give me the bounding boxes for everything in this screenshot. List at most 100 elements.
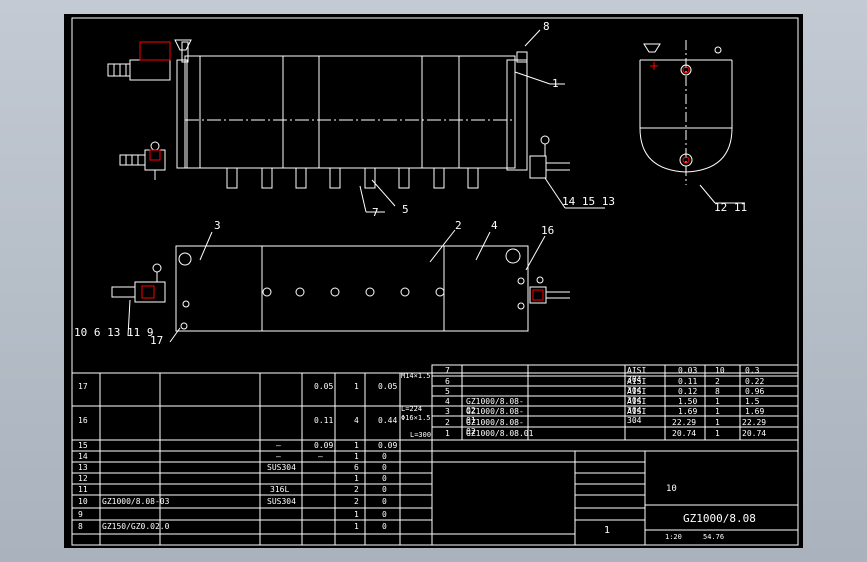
bom-qty: 1 xyxy=(715,429,720,438)
bom-no: 4 xyxy=(445,397,450,406)
bom-no: 8 xyxy=(78,522,83,531)
top-view xyxy=(111,229,570,343)
bom-qty: 1 xyxy=(354,474,359,483)
weight-value: 54.76 xyxy=(703,533,725,541)
bom-code: GZ1000/8.08-03 xyxy=(102,497,170,506)
drawing-number: GZ1000/8.08 xyxy=(683,512,756,525)
bom-code: GZ1000/8.08-01 xyxy=(466,407,524,425)
bom-qty: 1 xyxy=(354,382,359,391)
bom-unit: 0.03 xyxy=(678,366,698,375)
bom-total: 0 xyxy=(382,463,387,472)
callout-front-14-15-13: 14 15 13 xyxy=(562,195,615,208)
bom-note: M14×1.5 xyxy=(401,372,431,380)
callout-front-8: 8 xyxy=(543,20,550,33)
bom-unit: 0.11 xyxy=(314,416,334,425)
bom-total: 0.09 xyxy=(378,441,398,450)
bom-mat: — xyxy=(276,452,281,461)
callout-front-5: 5 xyxy=(402,203,409,216)
bom-code: GZ1000/8.08-02 xyxy=(466,397,524,415)
sheet-number: 1 xyxy=(604,525,611,536)
bom-mat: AISI 304 xyxy=(627,387,647,405)
bom-no: 10 xyxy=(78,497,88,506)
bom-total: 20.74 xyxy=(742,429,767,438)
bom-no: 3 xyxy=(445,407,450,416)
bom-no: 11 xyxy=(78,485,88,494)
bom-code: GZ1000/8.08.01 xyxy=(466,429,534,438)
bom-total: 0 xyxy=(382,452,387,461)
bom-no: 12 xyxy=(78,474,88,483)
bom-qty: 1 xyxy=(354,522,359,531)
bom-total: 0.22 xyxy=(745,377,765,386)
front-view-accents xyxy=(139,41,171,161)
bom-qty: 6 xyxy=(354,463,359,472)
callout-top-3: 3 xyxy=(214,219,221,232)
bom-code: GZ150/GZ0.02.0 xyxy=(102,522,170,531)
callout-top-4: 4 xyxy=(491,219,498,232)
bom-total: 0.44 xyxy=(378,416,398,425)
bom-qty: 1 xyxy=(715,397,720,406)
bom-unit: 0.05 xyxy=(314,382,334,391)
callout-side-12-11: 12 11 xyxy=(714,201,748,214)
bom-mat: SUS304 xyxy=(267,463,296,472)
bom-total: 1.69 xyxy=(745,407,765,416)
bom-no: 13 xyxy=(78,463,88,472)
bom-total: 0.05 xyxy=(378,382,398,391)
bom-qty: 2 xyxy=(354,497,359,506)
bom-qty: 1 xyxy=(354,510,359,519)
bom-total: 0 xyxy=(382,474,387,483)
callout-top-17: 17 xyxy=(150,334,164,347)
bom-qty: 1 xyxy=(354,452,359,461)
bom-unit: 1.50 xyxy=(678,397,698,406)
bom-total: 0 xyxy=(382,497,387,506)
scale-value: 1:20 xyxy=(665,533,682,541)
bom-qty: 2 xyxy=(354,485,359,494)
bom-unit: 1.69 xyxy=(678,407,698,416)
top-view-accents xyxy=(141,285,544,301)
bom-mat: AISI 304 xyxy=(627,366,647,384)
bom-no: 14 xyxy=(78,452,88,461)
bom-unit: 22.29 xyxy=(672,418,697,427)
bom-qty: 8 xyxy=(715,387,720,396)
bom-mat: 316L xyxy=(270,485,290,494)
bom-qty: 1 xyxy=(354,441,359,450)
callout-front-1: 1 xyxy=(552,77,559,90)
bom-qty: 1 xyxy=(715,418,720,427)
front-view xyxy=(107,29,605,213)
side-view xyxy=(639,40,745,204)
bom-note: Φ16×1.5 xyxy=(401,414,431,422)
bom-table-grid xyxy=(71,364,799,546)
bom-total: 22.29 xyxy=(742,418,767,427)
callout-top-16: 16 xyxy=(541,224,555,237)
bom-mat: AISI 304 xyxy=(627,407,647,425)
bom-qty: 10 xyxy=(715,366,725,375)
bom-no: 6 xyxy=(445,377,450,386)
bom-qty: 4 xyxy=(354,416,359,425)
drawing-title: 10 xyxy=(666,484,677,494)
callout-top-10-6-13-11-9: 10 6 13 11 9 xyxy=(74,326,154,339)
bom-no: 5 xyxy=(445,387,450,396)
bom-no: 16 xyxy=(78,416,88,425)
bom-no: 9 xyxy=(78,510,83,519)
bom-total: 0 xyxy=(382,522,387,531)
bom-unit: — xyxy=(318,452,323,461)
side-view-accents xyxy=(650,62,690,164)
bom-total: 0.96 xyxy=(745,387,765,396)
callout-front-7: 7 xyxy=(372,206,379,219)
bom-mat: AISI 304 xyxy=(627,377,647,395)
bom-no: 15 xyxy=(78,441,88,450)
bom-qty: 1 xyxy=(715,407,720,416)
bom-unit: 20.74 xyxy=(672,429,697,438)
bom-total: 0.3 xyxy=(745,366,760,375)
bom-unit: 0.11 xyxy=(678,377,698,386)
bom-total: 1.5 xyxy=(745,397,760,406)
bom-no: 2 xyxy=(445,418,450,427)
bom-no: 7 xyxy=(445,366,450,375)
bom-mat: SUS304 xyxy=(267,497,296,506)
bom-mat: — xyxy=(276,441,281,450)
bom-note: L=300 xyxy=(410,431,432,439)
bom-unit: 0.12 xyxy=(678,387,698,396)
bom-no: 1 xyxy=(445,429,450,438)
